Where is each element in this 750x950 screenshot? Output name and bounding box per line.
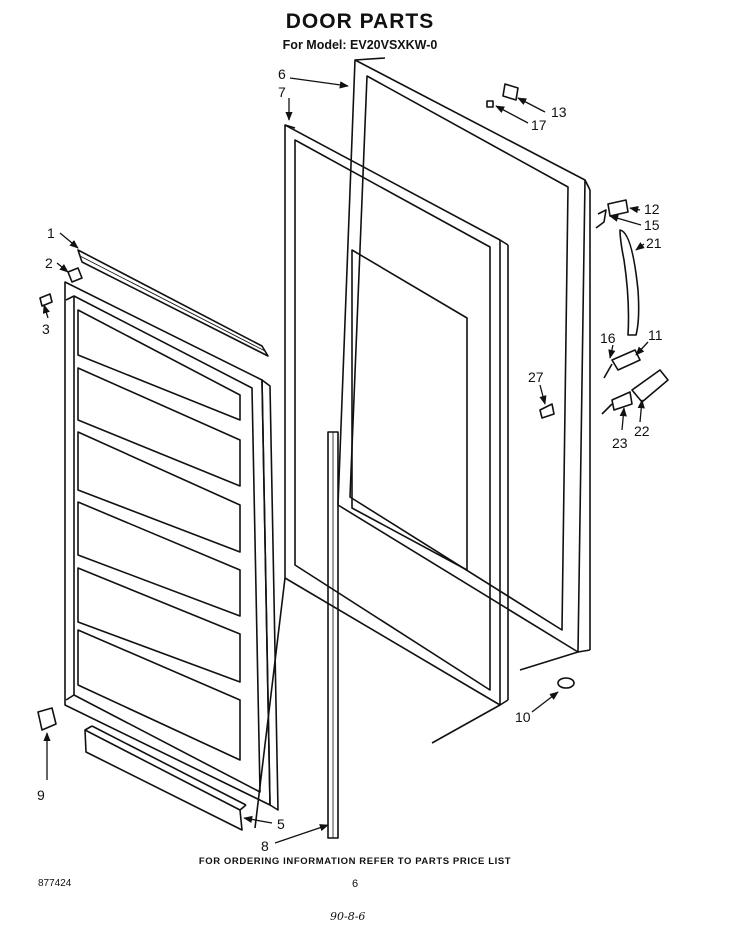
part27-clip-drawing (539, 403, 555, 419)
callout-17: 17 (531, 117, 547, 133)
callout-10: 10 (515, 709, 531, 725)
door-liner-drawing (64, 281, 279, 811)
gasket-frame-drawing (284, 124, 509, 706)
part23-pin-drawing (611, 391, 633, 411)
part17-pad-drawing (486, 100, 494, 108)
part22-hook-drawing (631, 369, 669, 403)
callout-21: 21 (646, 235, 662, 251)
diagram-code: 877424 (38, 878, 72, 889)
callout-27: 27 (528, 369, 544, 385)
part13-plug-drawing (502, 83, 519, 101)
kick-plate-drawing (84, 725, 247, 831)
callout-3: 3 (42, 321, 50, 337)
page-title: DOOR PARTS (285, 10, 435, 33)
callout-23: 23 (612, 435, 628, 451)
page-number: 6 (352, 878, 359, 890)
model-subtitle: For Model: EV20VSXKW-0 (282, 38, 438, 52)
part3-screw-drawing (39, 293, 53, 307)
callout-22: 22 (634, 423, 650, 439)
callout-15: 15 (644, 217, 660, 233)
callout-11: 9 (37, 787, 45, 803)
vertical-strip-drawing (327, 431, 339, 839)
part11-cap-drawing (37, 707, 57, 731)
callout-6: 6 (278, 66, 286, 82)
callout-12: 12 (644, 201, 660, 217)
callout-5: 5 (277, 816, 285, 832)
callout-8: 8 (261, 838, 269, 854)
ordering-note: FOR ORDERING INFORMATION REFER TO PARTS … (198, 856, 512, 867)
callout-2: 2 (45, 255, 53, 271)
part9-latch-drawing (611, 349, 641, 371)
part10-foot-drawing (557, 677, 575, 689)
part15-wire-drawing (595, 209, 607, 229)
part12-switch-drawing (607, 199, 629, 217)
callout-9: 11 (648, 327, 663, 343)
callout-1: 1 (47, 225, 55, 241)
callout-7: 7 (278, 84, 286, 100)
top-trim-drawing (77, 249, 269, 357)
part21-handle-drawing (619, 229, 640, 336)
part2-clip-drawing (67, 267, 83, 283)
outer-frame-drawing (337, 57, 591, 653)
callout-16: 16 (600, 330, 616, 346)
handwritten-date: 90-8-6 (330, 910, 366, 923)
callout-13: 13 (551, 104, 567, 120)
